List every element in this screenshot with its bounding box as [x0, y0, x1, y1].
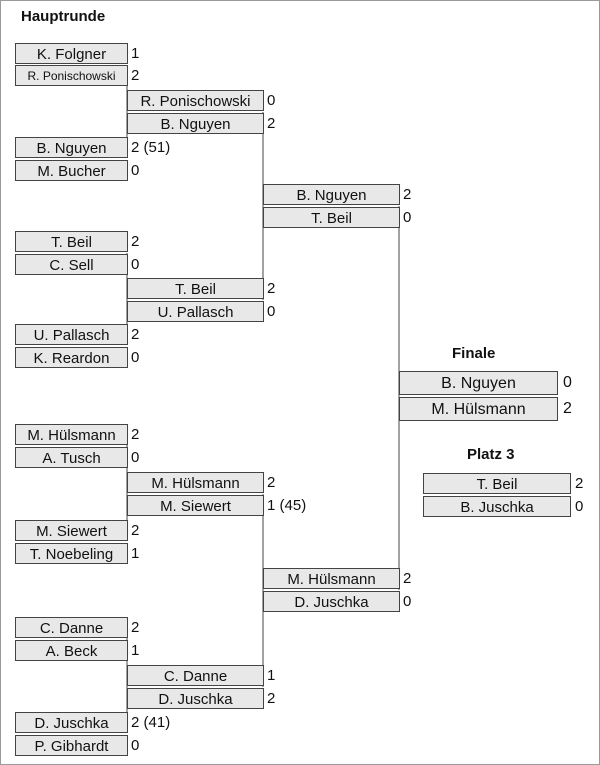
- round1-m3-player2: C. Sell: [15, 254, 128, 275]
- round1-m6-score2: 1: [131, 545, 140, 562]
- round3-m2-score1: 2: [403, 570, 412, 587]
- round2-m4-score1: 1: [267, 667, 276, 684]
- round3-m2-score2: 0: [403, 593, 412, 610]
- round2-m3-player1: M. Hülsmann: [127, 472, 264, 493]
- round1-m8-score1: 2 (41): [131, 714, 171, 731]
- round1-m8-player2: P. Gibhardt: [15, 735, 128, 756]
- third-place-score2: 0: [575, 498, 584, 515]
- round1-m2-score2: 0: [131, 162, 140, 179]
- round1-m4-player2: K. Reardon: [15, 347, 128, 368]
- final-player1: B. Nguyen: [399, 371, 558, 395]
- round1-m5-score2: 0: [131, 449, 140, 466]
- round1-m7-score2: 1: [131, 642, 140, 659]
- round2-m3-player2: M. Siewert: [127, 495, 264, 516]
- round1-m2-player2: M. Bucher: [15, 160, 128, 181]
- round2-m1-score2: 2: [267, 115, 276, 132]
- round2-m2-score1: 2: [267, 280, 276, 297]
- round1-m5-player2: A. Tusch: [15, 447, 128, 468]
- round1-m8-player1: D. Juschka: [15, 712, 128, 733]
- round1-m8-score2: 0: [131, 737, 140, 754]
- round1-m2-player1: B. Nguyen: [15, 137, 128, 158]
- round2-m3-score1: 2: [267, 474, 276, 491]
- round2-m4-score2: 2: [267, 690, 276, 707]
- round2-m4-player2: D. Juschka: [127, 688, 264, 709]
- round1-m1-score2: 2: [131, 67, 140, 84]
- title-main-round: Hauptrunde: [21, 8, 106, 25]
- round1-m4-score2: 0: [131, 349, 140, 366]
- round3-m2-player1: M. Hülsmann: [263, 568, 400, 589]
- round1-m4-score1: 2: [131, 326, 140, 343]
- round1-m1-player2: R. Ponischowski: [15, 65, 128, 86]
- round1-m5-player1: M. Hülsmann: [15, 424, 128, 445]
- round1-m1-score1: 1: [131, 45, 140, 62]
- title-final: Finale: [452, 345, 496, 362]
- round1-m3-player1: T. Beil: [15, 231, 128, 252]
- third-place-score1: 2: [575, 475, 584, 492]
- round3-m1-score1: 2: [403, 186, 412, 203]
- final-player2: M. Hülsmann: [399, 397, 558, 421]
- round2-m1-player2: B. Nguyen: [127, 113, 264, 134]
- round1-m7-player1: C. Danne: [15, 617, 128, 638]
- round2-m3-score2: 1 (45): [267, 497, 307, 514]
- round1-m6-player2: T. Noebeling: [15, 543, 128, 564]
- title-third-place: Platz 3: [467, 446, 515, 463]
- round2-m2-player1: T. Beil: [127, 278, 264, 299]
- round1-m3-score1: 2: [131, 233, 140, 250]
- round1-m6-player1: M. Siewert: [15, 520, 128, 541]
- round2-m2-score2: 0: [267, 303, 276, 320]
- round2-m2-player2: U. Pallasch: [127, 301, 264, 322]
- round3-m1-player2: T. Beil: [263, 207, 400, 228]
- round1-m7-score1: 2: [131, 619, 140, 636]
- round3-m1-player1: B. Nguyen: [263, 184, 400, 205]
- round1-m2-score1: 2 (51): [131, 139, 171, 156]
- round2-m1-player1: R. Ponischowski: [127, 90, 264, 111]
- round1-m1-player1: K. Folgner: [15, 43, 128, 64]
- round1-m5-score1: 2: [131, 426, 140, 443]
- round3-m2-player2: D. Juschka: [263, 591, 400, 612]
- round1-m4-player1: U. Pallasch: [15, 324, 128, 345]
- third-place-player1: T. Beil: [423, 473, 571, 494]
- round1-m6-score1: 2: [131, 522, 140, 539]
- round1-m7-player2: A. Beck: [15, 640, 128, 661]
- final-score1: 0: [563, 374, 572, 391]
- final-score2: 2: [563, 400, 572, 417]
- third-place-player2: B. Juschka: [423, 496, 571, 517]
- round2-m1-score1: 0: [267, 92, 276, 109]
- round1-m3-score2: 0: [131, 256, 140, 273]
- round2-m4-player1: C. Danne: [127, 665, 264, 686]
- round3-m1-score2: 0: [403, 209, 412, 226]
